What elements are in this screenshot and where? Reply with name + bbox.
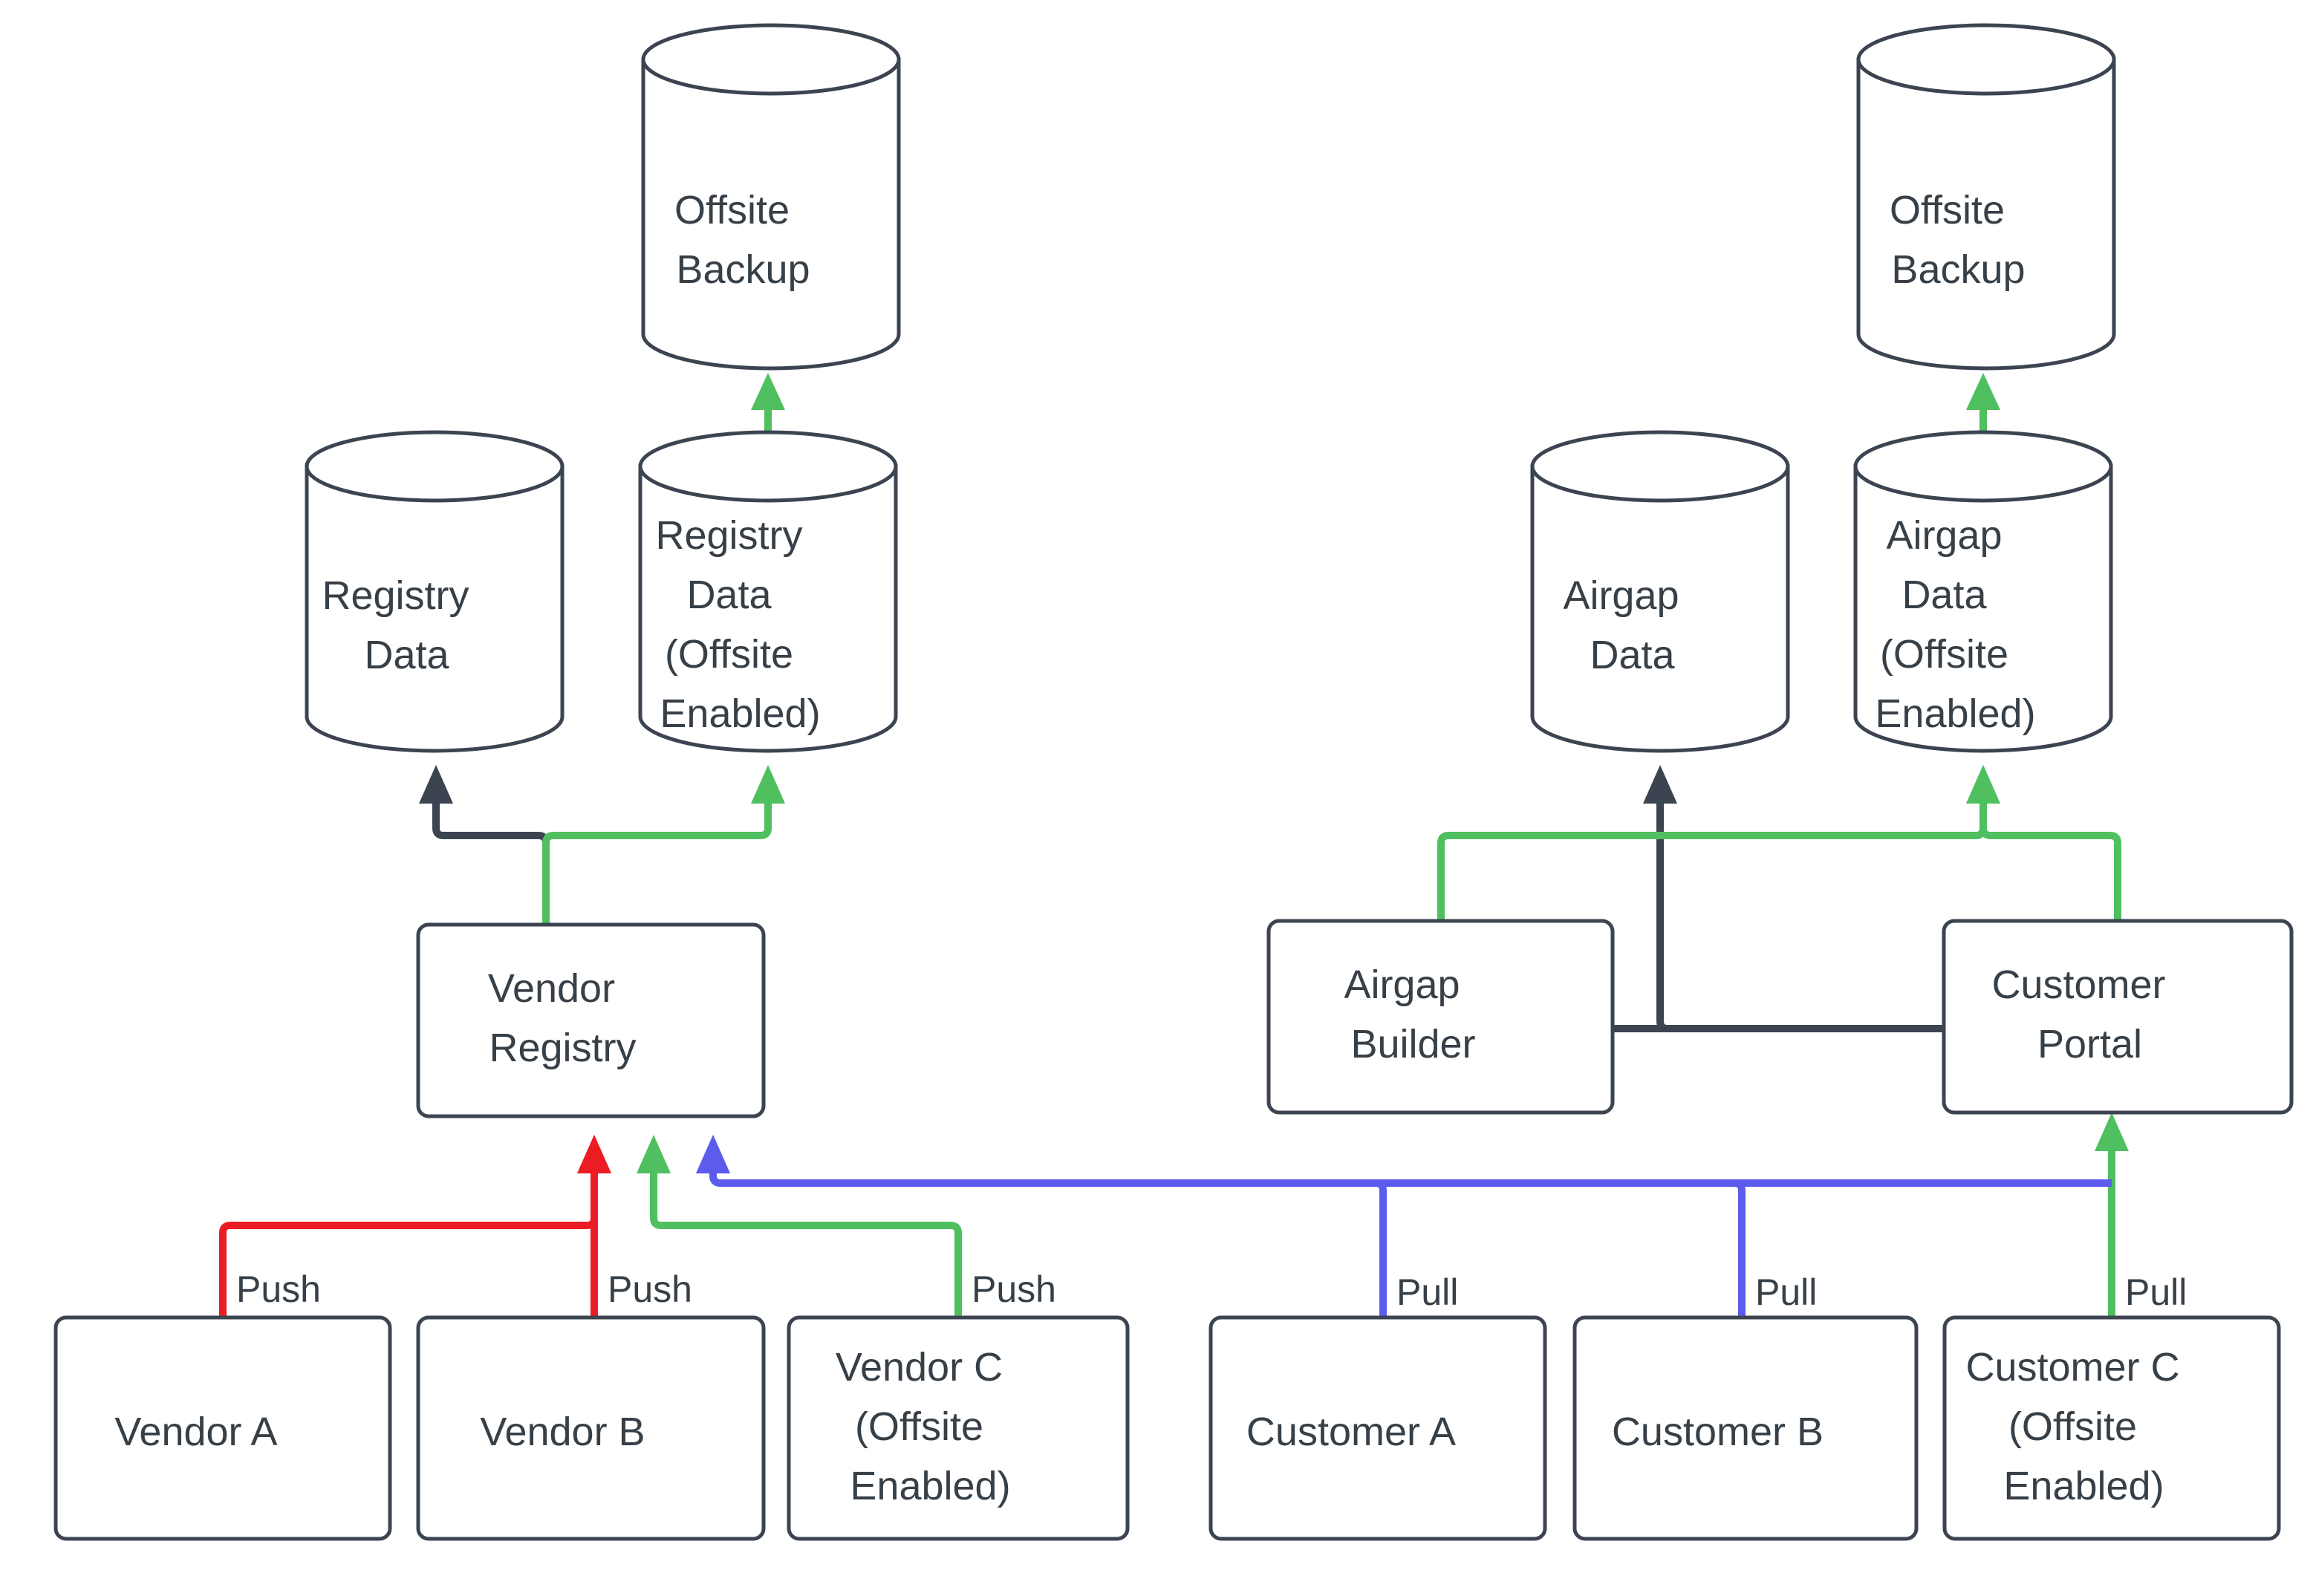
node-airgap-data-offsite[interactable]: Airgap Data (Offsite Enabled): [1853, 430, 2113, 753]
node-customer-portal[interactable]: Customer Portal: [1942, 919, 2294, 1115]
node-vendor-c[interactable]: Vendor C (Offsite Enabled): [787, 1315, 1130, 1541]
edge-label-vendor-a-push: Push: [236, 1268, 321, 1310]
node-label: Customer A: [1246, 1410, 1509, 1454]
edge-customer-c-to-customer-portal: [2095, 1113, 2129, 1317]
node-label: Airgap Builder: [1344, 963, 1538, 1066]
node-registry-data[interactable]: Registry Data: [305, 430, 565, 753]
node-label: Registry Data (Offsite Enabled): [655, 513, 880, 736]
node-registry-data-offsite[interactable]: Registry Data (Offsite Enabled): [638, 430, 898, 753]
edge-vendor-b-to-vendor-registry: [577, 1135, 611, 1317]
node-customer-b[interactable]: Customer B: [1572, 1315, 1919, 1541]
node-label: Registry Data: [322, 573, 547, 677]
node-label: Vendor C (Offsite Enabled): [836, 1345, 1081, 1508]
node-vendor-registry[interactable]: Vendor Registry: [416, 922, 766, 1118]
node-label: Offsite Backup: [674, 188, 868, 292]
node-label: Airgap Data (Offsite Enabled): [1875, 513, 2091, 736]
node-airgap-data[interactable]: Airgap Data: [1530, 430, 1790, 753]
edge-label-customer-c-pull: Pull: [2125, 1271, 2187, 1313]
edge-customer-portal-to-airgap-data-offsite: [1966, 765, 2121, 921]
node-offsite-backup-right[interactable]: Offsite Backup: [1856, 23, 2116, 371]
edge-vendor-registry-to-registry-data: [419, 765, 550, 925]
edge-airgap-builder-to-airgap-data-offsite: [1437, 765, 2000, 921]
edge-label-vendor-b-push: Push: [608, 1268, 692, 1310]
edge-label-vendor-c-push: Push: [972, 1268, 1056, 1310]
node-label: Vendor Registry: [488, 966, 693, 1070]
edge-label-customer-a-pull: Pull: [1396, 1271, 1458, 1313]
node-vendor-b[interactable]: Vendor B: [416, 1315, 766, 1541]
node-customer-c[interactable]: Customer C (Offsite Enabled): [1942, 1315, 2281, 1541]
node-label: Airgap Data: [1563, 573, 1757, 677]
edge-label-customer-b-pull: Pull: [1755, 1271, 1817, 1313]
node-label: Offsite Backup: [1890, 188, 2083, 292]
node-customer-a[interactable]: Customer A: [1208, 1315, 1547, 1541]
node-label: Vendor A: [114, 1410, 331, 1454]
node-airgap-builder[interactable]: Airgap Builder: [1266, 919, 1615, 1115]
node-label: Vendor B: [480, 1410, 700, 1454]
edge-vendor-registry-to-registry-data-offsite: [542, 765, 785, 925]
node-label: Customer Portal: [1991, 963, 2243, 1066]
edge-customer-portal-to-airgap-data: [1643, 765, 1944, 1032]
node-offsite-backup-left[interactable]: Offsite Backup: [641, 23, 901, 371]
node-label: Customer C (Offsite Enabled): [1965, 1345, 2257, 1508]
node-vendor-a[interactable]: Vendor A: [53, 1315, 392, 1541]
edge-vendor-c-to-vendor-registry: [637, 1135, 962, 1317]
node-label: Customer B: [1612, 1410, 1879, 1454]
